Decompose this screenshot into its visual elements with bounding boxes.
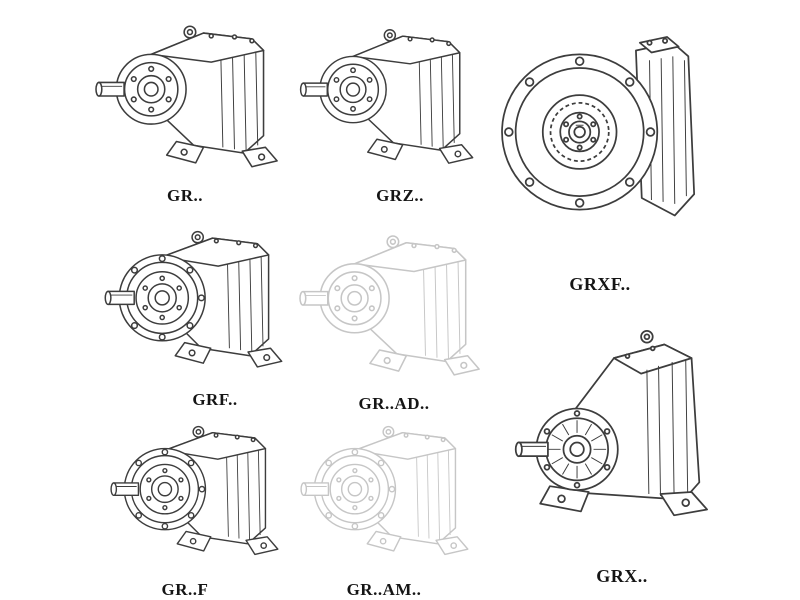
grxf-gearbox-illustration [494, 2, 708, 264]
gearbox-label-gr: GR.. [167, 186, 203, 205]
gearbox-label-gr-f: GR..F [161, 580, 209, 599]
gr-gearbox-illustration [86, 4, 290, 188]
gearbox-cell-grxf [494, 2, 708, 264]
gearbox-label-grf: GRF.. [192, 390, 238, 409]
gearbox-cell-gr-ad [290, 214, 492, 396]
gearbox-label-grz: GRZ.. [376, 186, 424, 205]
gearbox-label-gr-ad: GR..AD.. [358, 394, 430, 413]
gearbox-cell-gr [86, 4, 290, 188]
gr-ad-gearbox-illustration [290, 214, 492, 396]
gr-am-gearbox-illustration [286, 408, 482, 580]
gearbox-cell-gr-am [286, 408, 482, 580]
gearbox-label-grx: GRX.. [596, 566, 648, 586]
gearbox-label-gr-am: GR..AM.. [346, 580, 422, 599]
gr-f-gearbox-illustration [90, 408, 298, 580]
gearbox-cell-grz [296, 4, 480, 188]
grx-gearbox-illustration [498, 296, 724, 558]
grf-gearbox-illustration [92, 212, 294, 394]
gearbox-cell-grx [498, 296, 724, 558]
gearbox-cell-grf [92, 212, 294, 394]
gearbox-label-grxf: GRXF.. [569, 274, 631, 294]
grz-gearbox-illustration [296, 4, 480, 188]
gearbox-cell-gr-f [90, 408, 298, 580]
